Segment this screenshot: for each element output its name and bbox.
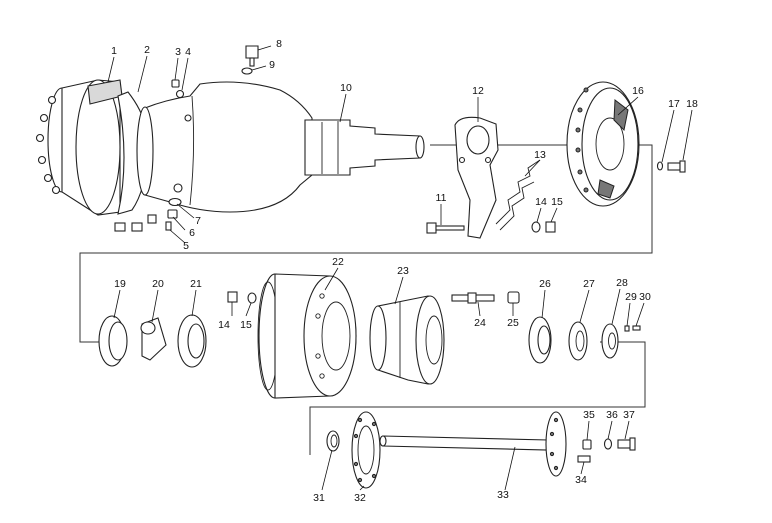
callout-2: 2 [144, 44, 150, 56]
part-10-spindle [304, 119, 425, 176]
callout-24: 24 [474, 317, 486, 329]
part-30-screw [632, 325, 641, 331]
part-14-nut-row1 [531, 221, 541, 233]
callout-31: 31 [313, 492, 325, 504]
callout-34: 34 [575, 474, 587, 486]
callout-30: 30 [639, 291, 651, 303]
part-18-bolt [667, 160, 686, 173]
part-23-wheel-hub [369, 295, 445, 385]
callout-21: 21 [190, 278, 202, 290]
part-1-end-cover [35, 79, 123, 216]
callout-12: 12 [472, 85, 484, 97]
callout-25: 25 [507, 317, 519, 329]
part-19-oil-seal [98, 315, 128, 367]
part-21-bearing-cone [177, 314, 207, 368]
callout-20: 20 [152, 278, 164, 290]
callout-11: 11 [436, 192, 447, 204]
part-9-seal-ring [241, 67, 253, 75]
leader-lines [107, 45, 693, 491]
callout-17: 17 [668, 98, 680, 110]
callout-7: 7 [195, 215, 201, 227]
callout-13: 13 [534, 149, 546, 161]
callout-3: 3 [175, 46, 181, 58]
part-28-lock-washer [601, 323, 619, 359]
callout-36: 36 [606, 409, 618, 421]
part-12-bracket [454, 116, 499, 239]
axle-housing [136, 81, 313, 213]
part-14-nut-row2 [227, 291, 238, 303]
part-29-lock-pin [624, 325, 630, 332]
callout-14: 14 [535, 196, 547, 208]
part-36-washer [603, 438, 613, 450]
part-5-bolt [165, 221, 172, 231]
callout-18: 18 [686, 98, 698, 110]
part-32-gasket [351, 411, 381, 489]
part-20-bearing-cup [140, 317, 167, 361]
part-8-breather [245, 45, 259, 67]
part-31-oil-seal [326, 430, 340, 452]
part-7-gasket [168, 197, 182, 207]
part-35-nut [582, 439, 592, 450]
part-37-bolt [617, 437, 636, 451]
callout-19: 19 [114, 278, 126, 290]
callout-37: 37 [623, 409, 635, 421]
part-22-brake-drum [257, 273, 357, 399]
callout-32: 32 [354, 492, 366, 504]
part-24-wheel-stud [451, 292, 495, 304]
part-16-brake-shoe-assembly [566, 81, 640, 207]
part-33-half-shaft [379, 435, 549, 451]
part-11-bolt [426, 222, 465, 234]
part-27-adjusting-nut [568, 321, 588, 361]
part-15-washer-row1 [545, 221, 556, 233]
part-34-flange-plate [545, 411, 591, 477]
callout-29: 29 [625, 291, 637, 303]
mounting-bolts [114, 183, 183, 232]
callout-33: 33 [497, 489, 509, 501]
callout-15: 15 [551, 196, 563, 208]
callout-10: 10 [340, 82, 352, 94]
part-6-plug [167, 209, 178, 219]
part-15-washer-row2 [247, 292, 257, 304]
callout-1: 1 [111, 45, 117, 57]
callout-26: 26 [539, 278, 551, 290]
callout-15: 15 [240, 319, 252, 331]
callout-27: 27 [583, 278, 595, 290]
callout-6: 6 [189, 227, 195, 239]
callout-9: 9 [269, 59, 275, 71]
callout-5: 5 [183, 240, 189, 252]
callout-16: 16 [632, 85, 644, 97]
callout-28: 28 [616, 277, 628, 289]
callout-8: 8 [276, 38, 282, 50]
callout-22: 22 [332, 256, 344, 268]
part-17-washer [656, 161, 664, 171]
callout-4: 4 [185, 46, 191, 58]
part-25-wheel-nut [507, 291, 520, 304]
callout-14: 14 [218, 319, 230, 331]
callout-35: 35 [583, 409, 595, 421]
part-3-plug [171, 79, 180, 88]
part-13-spring-clip [495, 159, 541, 231]
part-26-outer-bearing [528, 316, 552, 364]
part-4-washer [175, 89, 185, 99]
callout-23: 23 [397, 265, 409, 277]
